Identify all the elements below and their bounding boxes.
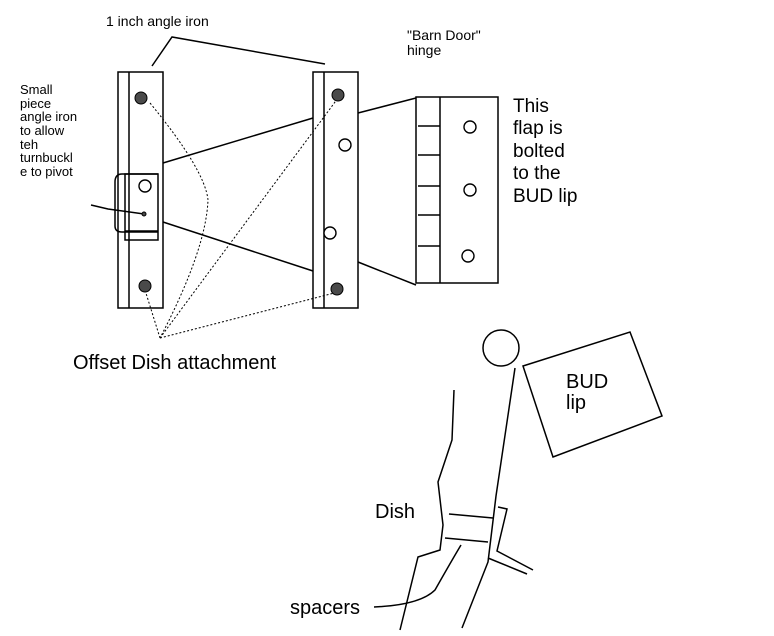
hinge-label: "Barn Door" hinge <box>407 27 481 58</box>
bolt <box>141 211 147 217</box>
hole <box>463 120 477 134</box>
barn-door-hinge <box>415 96 499 284</box>
offset-dish-label: Offset Dish attachment <box>73 352 277 374</box>
small-piece-label: Small piece angle iron to allow teh turn… <box>20 82 78 179</box>
dish-profile <box>399 389 455 631</box>
small-piece-leader <box>90 204 145 215</box>
hole <box>138 179 152 193</box>
angle-iron-leader <box>151 36 326 67</box>
offset-leaders <box>144 97 339 339</box>
right-angle-iron <box>312 71 359 309</box>
bolt <box>330 282 344 296</box>
turnbuckle-pivot-piece <box>114 173 158 233</box>
hole <box>323 226 337 240</box>
hole <box>461 249 475 263</box>
bud-lip-label: BUD lip <box>566 371 609 414</box>
angle-iron-label: 1 inch angle iron <box>106 13 209 29</box>
pivot-circle <box>482 329 520 367</box>
bolt <box>138 279 152 293</box>
spacers-label: spacers <box>290 597 361 619</box>
bud-lip-panel <box>522 331 663 458</box>
bolt <box>134 91 148 105</box>
spacers-leader <box>373 544 462 608</box>
bolt <box>331 88 345 102</box>
dish-label: Dish <box>375 501 416 523</box>
flap-label: This flap is bolted to the BUD lip <box>513 96 578 207</box>
left-angle-iron <box>117 71 164 309</box>
hole <box>463 183 477 197</box>
hole <box>338 138 352 152</box>
